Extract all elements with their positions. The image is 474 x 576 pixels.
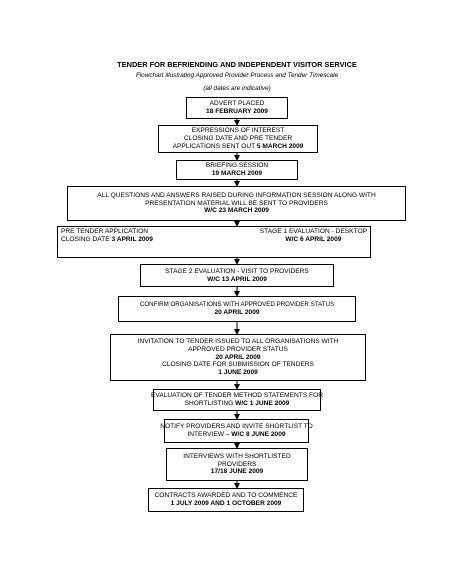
diagram-title: TENDER FOR BEFRIENDING AND INDEPENDENT V… xyxy=(117,60,357,69)
step-11-line2: PROVIDERS xyxy=(217,460,257,468)
step-11-date: 17/18 JUNE 2009 xyxy=(210,468,264,476)
step-3-date: 19 MARCH 2009 xyxy=(211,170,263,177)
step-questions-answers: ALL QUESTIONS AND ANSWERS RAISED DURING … xyxy=(67,186,406,221)
step-3-label: BRIEFING SESSION xyxy=(205,162,269,170)
step-8-line1: INVITATION TO TENDER ISSUED TO ALL ORGAN… xyxy=(137,338,339,345)
step-interviews: INTERVIEWS WITH SHORTLISTED PROVIDERS 17… xyxy=(166,448,308,481)
step-2-date: 5 MARCH 2009 xyxy=(256,142,304,150)
step-1-label: ADVERT PLACED xyxy=(209,100,265,108)
step-6-date: W/C 13 APRIL 2009 xyxy=(207,275,267,283)
step-2-line1: EXPRESSIONS OF INTEREST xyxy=(191,127,285,135)
dates-note: (all dates are indicative) xyxy=(203,85,271,92)
step-confirm-organisations: CONFIRM ORGANISATIONS WITH APPROVED PROV… xyxy=(118,296,356,322)
step-contracts-awarded: CONTRACTS AWARDED AND TO COMMENCE 1 JULY… xyxy=(148,488,304,512)
step-5-left-line1: PRE TENDER APPLICATION xyxy=(61,228,148,235)
step-invitation-to-tender: INVITATION TO TENDER ISSUED TO ALL ORGAN… xyxy=(110,334,366,381)
diagram-subtitle: Flowchart illustrating Approved Provider… xyxy=(135,72,339,79)
step-9-line2: SHORTLISTING xyxy=(184,400,236,407)
step-10-line2: INTERVIEW – xyxy=(187,431,232,438)
step-12-date: 1 JULY 2009 AND 1 OCTOBER 2009 xyxy=(170,500,282,507)
step-5-right-line1: STAGE 1 EVALUATION - DESKTOP xyxy=(259,228,367,235)
step-pretender-and-stage1: PRE TENDER APPLICATION CLOSING DATE 3 AP… xyxy=(57,226,371,258)
pretender-application: PRE TENDER APPLICATION CLOSING DATE 3 AP… xyxy=(61,227,153,257)
step-5-right-date: W/C 6 APRIL 2009 xyxy=(285,235,342,243)
step-4-date: W/C 23 MARCH 2009 xyxy=(204,207,269,215)
step-stage2-evaluation: STAGE 2 EVALUATION - VISIT TO PROVIDERS … xyxy=(140,264,334,287)
step-notify-providers: NOTIFY PROVIDERS AND INVITE SHORTLIST TO… xyxy=(160,419,313,443)
step-9-date: W/C 1 JUNE 2009 xyxy=(235,400,290,407)
step-5-left-line2: CLOSING DATE xyxy=(61,235,112,243)
step-1-date: 18 FEBRUARY 2009 xyxy=(206,108,268,115)
step-10-date: W/C 8 JUNE 2009 xyxy=(231,431,286,438)
step-8-line2: APPROVED PROVIDER STATUS xyxy=(188,345,288,353)
stage1-evaluation: STAGE 1 EVALUATION - DESKTOP W/C 6 APRIL… xyxy=(260,227,367,257)
step-4-line1: ALL QUESTIONS AND ANSWERS RAISED DURING … xyxy=(97,191,376,199)
step-12-line1: CONTRACTS AWARDED AND TO COMMENCE xyxy=(154,492,298,500)
step-expressions-of-interest: EXPRESSIONS OF INTEREST CLOSING DATE AND… xyxy=(158,125,318,153)
step-11-line1: INTERVIEWS WITH SHORTLISTED xyxy=(183,452,291,460)
step-8-date2: 1 JUNE 2009 xyxy=(218,369,258,377)
step-2-line3: APPLICATIONS SENT OUT xyxy=(172,142,257,150)
step-7-label: CONFIRM ORGANISATIONS WITH APPROVED PROV… xyxy=(139,301,335,309)
step-6-label: STAGE 2 EVALUATION - VISIT TO PROVIDERS xyxy=(165,267,309,275)
step-4-line2: PRESENTATION MATERIAL WILL BE SENT TO PR… xyxy=(145,199,328,207)
step-advert-placed: ADVERT PLACED 18 FEBRUARY 2009 xyxy=(186,97,288,119)
step-8-line4: CLOSING DATE FOR SUBMISSION OF TENDERS xyxy=(162,361,314,369)
step-8-date1: 20 APRIL 2009 xyxy=(215,353,261,361)
step-5-left-date: 3 APRIL 2009 xyxy=(111,235,153,243)
step-2-line2: CLOSING DATE AND PRE TENDER xyxy=(183,135,293,143)
step-7-date: 20 APRIL 2009 xyxy=(214,309,260,316)
step-briefing-session: BRIEFING SESSION 19 MARCH 2009 xyxy=(176,160,298,180)
step-evaluation-method-statements: EVALUATION OF TENDER METHOD STATEMENTS F… xyxy=(151,389,323,411)
step-9-line1: EVALUATION OF TENDER METHOD STATEMENTS F… xyxy=(151,392,323,400)
step-10-line1: NOTIFY PROVIDERS AND INVITE SHORTLIST TO xyxy=(160,423,313,431)
